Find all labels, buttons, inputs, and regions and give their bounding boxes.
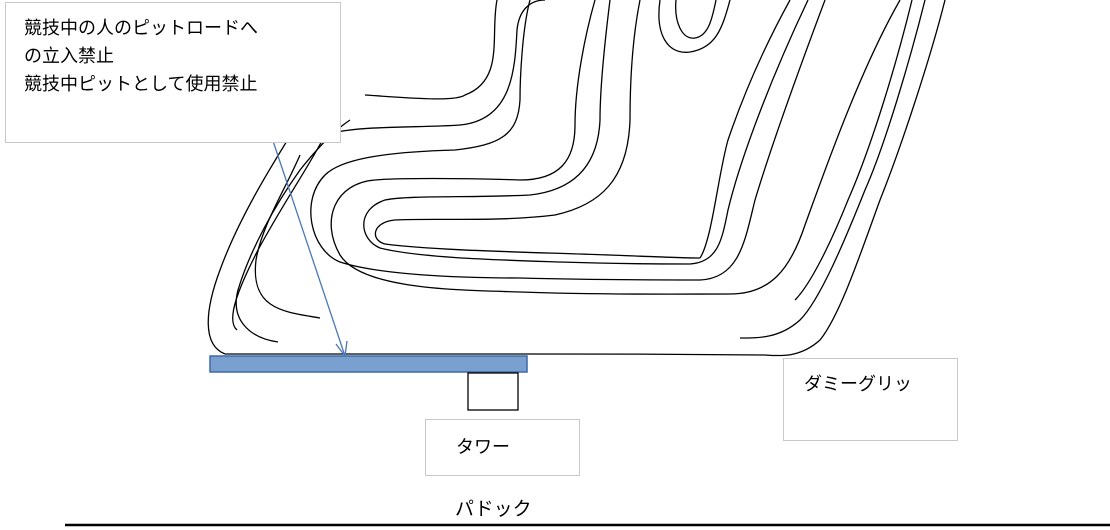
track-infield-line-2 [374,0,791,259]
tower-structure [467,372,519,411]
dummy-grid-box: ダミーグリッ [783,358,958,441]
note-arrow-head [335,340,348,357]
restriction-note-line-2: の立入禁止 [24,46,114,67]
track-infield-line-1 [363,0,809,265]
tower-label: タワー [456,437,510,458]
paddock-label: パドック [455,498,532,520]
dummy-grid-label: ダミーグリッ [804,374,912,395]
track-outer-lane [232,0,901,331]
note-arrow [271,137,346,357]
track-outer-boundary [207,0,946,357]
track-hairpin [658,0,731,53]
pit-road [209,355,528,373]
tower-box: タワー [425,419,580,476]
restriction-note-box: 競技中の人のピットロードへ の立入禁止 競技中ピットとして使用禁止 [5,2,341,143]
restriction-note-line-3: 競技中ピットとして使用禁止 [24,74,258,95]
restriction-note-line-1: 競技中の人のピットロードへ [24,18,258,39]
track-left-inner [235,119,351,343]
track-inner-lane [254,0,826,319]
track-outer-right [739,0,926,339]
